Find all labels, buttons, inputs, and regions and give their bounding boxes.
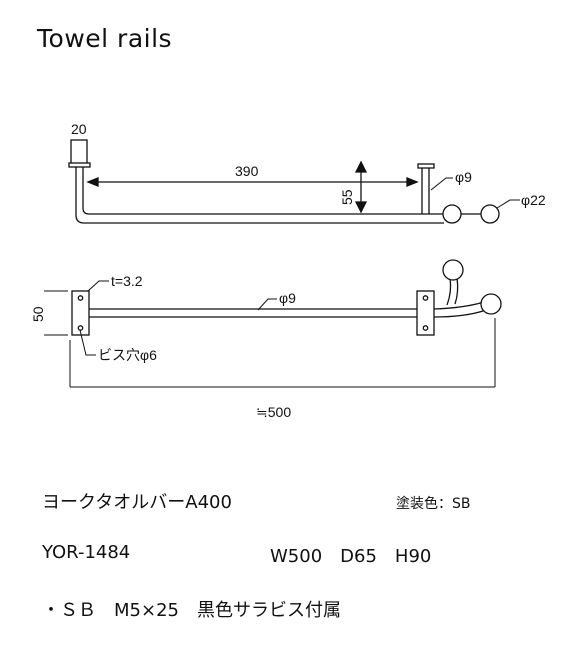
- product-name: ヨークタオルバーA400: [42, 492, 232, 513]
- front-knob-end: [480, 293, 502, 315]
- product-dimensions: W500 D65 H90: [270, 546, 432, 567]
- page-title: Towel rails: [37, 24, 173, 53]
- accessory-note: ・ＳＢ M5×25 黒色サラビス付属: [42, 600, 341, 621]
- post-cap: [417, 163, 435, 169]
- inner-span-label: 390: [235, 163, 259, 179]
- screw-hole-label: ビス穴φ6: [98, 347, 157, 363]
- top-width-label: 20: [71, 121, 87, 137]
- right-wall-plate: [416, 290, 435, 336]
- front-knob-top: [442, 259, 464, 281]
- left-wall-plate: [71, 290, 90, 336]
- knob-diameter-label: φ22: [521, 192, 546, 208]
- model-number: YOR-1484: [42, 542, 131, 563]
- thickness-label: t=3.2: [111, 273, 143, 289]
- paint-color: 塗装色：SB: [396, 496, 471, 512]
- top-view: [68, 139, 520, 224]
- bar-diameter-front-label: φ9: [279, 290, 296, 306]
- height-label: 55: [339, 189, 355, 205]
- rail-inner-line: [82, 167, 444, 215]
- rail-outer-line: [75, 167, 444, 224]
- top-width-box: [70, 139, 88, 165]
- plate-height-label: 50: [30, 306, 46, 322]
- front-view: [44, 259, 502, 388]
- overall-width-label: ≒500: [256, 404, 291, 420]
- knob-small: [442, 204, 462, 224]
- bar-diameter-top-label: φ9: [455, 169, 472, 185]
- knob-large: [480, 204, 500, 224]
